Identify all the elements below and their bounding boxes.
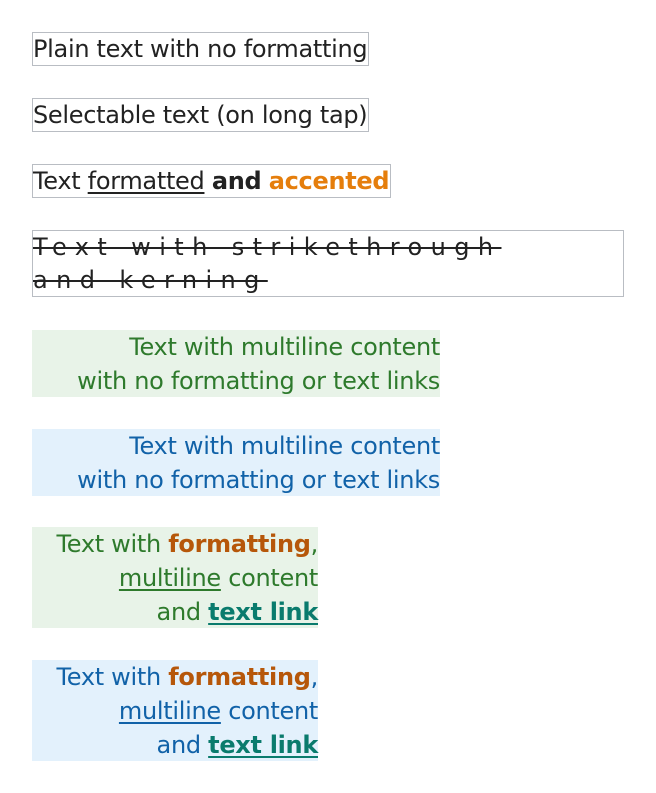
rich-green-line-2: multiline content bbox=[32, 561, 318, 595]
strikethrough-text: Text with strikethrough and kerning bbox=[32, 230, 624, 297]
strikethrough-line-2: and kerning bbox=[33, 266, 268, 294]
formatted-text-space2 bbox=[261, 167, 268, 195]
rich-blue-underlined: multiline bbox=[118, 697, 221, 725]
plain-text-label: Plain text with no formatting bbox=[33, 35, 368, 63]
multiline-blue-line-1: Text with multiline content bbox=[129, 432, 440, 460]
rich-green-and: and bbox=[156, 598, 209, 626]
strikethrough-line-1: Text with strikethrough bbox=[33, 233, 502, 261]
rich-blue-and: and bbox=[156, 731, 209, 759]
rich-blue-content: content bbox=[220, 697, 318, 725]
rich-blue-formatting: formatting bbox=[168, 663, 311, 691]
rich-green-text-link[interactable]: text link bbox=[208, 598, 318, 626]
rich-green-line-1: Text with formatting, bbox=[32, 527, 319, 561]
rich-blue-text-link[interactable]: text link bbox=[208, 731, 318, 759]
multiline-text-green: Text with multiline content with no form… bbox=[32, 330, 440, 397]
rich-green-comma: , bbox=[310, 530, 319, 558]
multiline-blue-line-2: with no formatting or text links bbox=[77, 466, 440, 494]
plain-text: Plain text with no formatting bbox=[32, 32, 370, 66]
selectable-text-label[interactable]: Selectable text (on long tap) bbox=[33, 101, 368, 129]
rich-blue-comma: , bbox=[310, 663, 319, 691]
formatted-text-space bbox=[204, 167, 211, 195]
rich-green-content: content bbox=[220, 564, 318, 592]
rich-blue-line-1: Text with formatting, bbox=[32, 660, 319, 694]
rich-text-green: Text with formatting, multiline content … bbox=[32, 527, 318, 628]
multiline-text-blue: Text with multiline content with no form… bbox=[32, 429, 440, 496]
rich-text-blue: Text with formatting, multiline content … bbox=[32, 660, 318, 761]
formatted-text-prefix: Text bbox=[33, 167, 88, 195]
formatted-text: Text formatted and accented bbox=[32, 164, 392, 198]
rich-green-formatting: formatting bbox=[168, 530, 311, 558]
rich-blue-line-3: and text link bbox=[32, 728, 319, 762]
multiline-green-line-2: with no formatting or text links bbox=[77, 367, 440, 395]
selectable-text[interactable]: Selectable text (on long tap) bbox=[32, 98, 370, 132]
rich-green-prefix: Text with bbox=[56, 530, 169, 558]
multiline-green-line-1: Text with multiline content bbox=[129, 333, 440, 361]
formatted-text-bold: and bbox=[211, 167, 262, 195]
rich-green-underlined: multiline bbox=[118, 564, 221, 592]
rich-blue-line-2: multiline content bbox=[32, 694, 318, 728]
rich-green-line-3: and text link bbox=[32, 595, 319, 629]
rich-blue-prefix: Text with bbox=[56, 663, 169, 691]
formatted-text-underlined: formatted bbox=[87, 167, 205, 195]
formatted-text-accent: accented bbox=[268, 167, 390, 195]
